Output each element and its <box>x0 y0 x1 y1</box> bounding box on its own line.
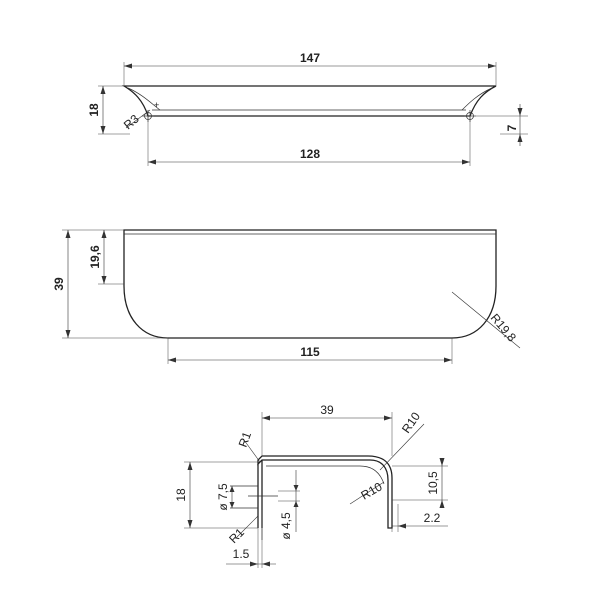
dim-section-height: 18 <box>174 488 188 502</box>
svg-text:+: + <box>154 100 159 110</box>
front-view: 39 19,6 115 R19,8 <box>52 229 521 364</box>
dim-bottom-radius: R19,8 <box>488 311 520 345</box>
dim-section-width: 39 <box>320 403 334 417</box>
top-view-outline <box>121 85 497 117</box>
dim-bottom-length: 115 <box>300 345 320 359</box>
dim-upper-height: 19,6 <box>88 245 102 269</box>
dim-corner-radius-bottom: R1 <box>226 525 247 546</box>
dim-inner-radius-top: R10 <box>399 409 423 435</box>
dim-hole-diameter: ø 4,5 <box>279 512 293 540</box>
dim-height: 18 <box>87 103 101 117</box>
dim-lip-height: 10,5 <box>426 471 440 495</box>
dim-hole-offset: 7 <box>505 124 519 131</box>
section-view: 39 R10 R10 10,5 2.2 18 ø 7,5 <box>174 403 448 568</box>
dim-corner-radius: R3 <box>121 112 142 133</box>
dim-inner-radius: R10 <box>359 479 385 502</box>
dim-front-height: 39 <box>52 277 66 291</box>
top-view: + 147 18 R3 128 7 <box>87 51 528 166</box>
dim-hole-spacing: 128 <box>300 147 320 161</box>
dim-wall-thickness: 1.5 <box>233 547 250 561</box>
dim-overall-length: 147 <box>300 51 320 65</box>
dim-corner-radius-top: R1 <box>236 430 255 450</box>
dim-counterbore-diameter: ø 7,5 <box>216 483 230 511</box>
dim-lip-thickness: 2.2 <box>424 511 441 525</box>
front-view-outline <box>123 229 497 339</box>
